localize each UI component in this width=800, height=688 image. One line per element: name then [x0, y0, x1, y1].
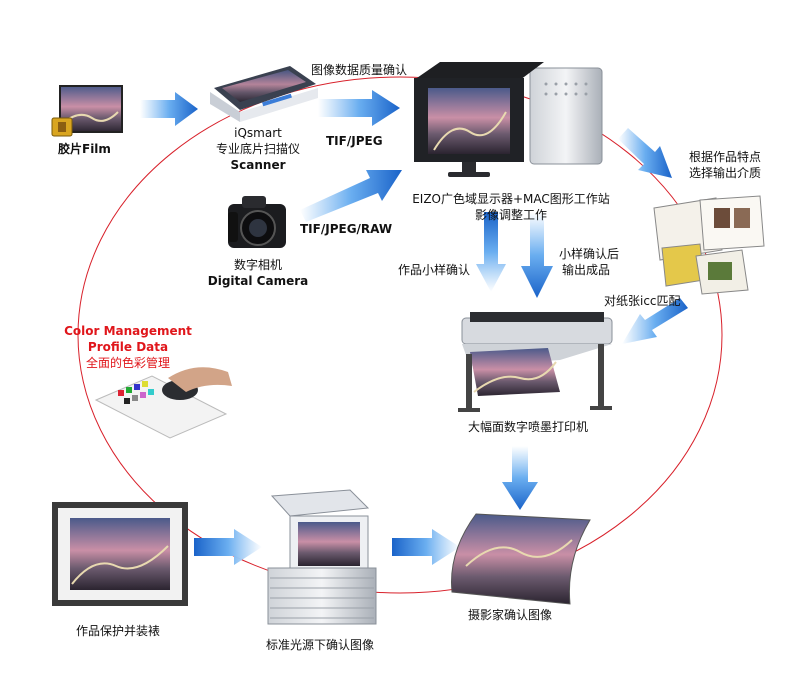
label-scanner-en: Scanner	[230, 158, 286, 172]
label-film: 胶片Film	[58, 142, 111, 156]
label-printer: 大幅面数字喷墨打印机	[467, 420, 589, 434]
label-cm-line2: Profile Data	[87, 340, 169, 354]
light-booth-icon	[267, 489, 377, 625]
film-roll-icon	[51, 85, 123, 137]
framed-picture-icon	[52, 502, 188, 606]
monitor-workstation-icon	[414, 62, 603, 177]
label-tif-jpeg-raw: TIF/JPEG/RAW	[300, 222, 393, 236]
arrow-output-down	[521, 212, 553, 298]
label-camera-cn: 数字相机	[233, 258, 283, 272]
arrow-printer-to-print	[502, 446, 538, 510]
label-image-quality: 图像数据质量确认	[311, 63, 408, 77]
label-cm-line1: Color Management	[64, 324, 192, 338]
label-standard-light: 标准光源下确认图像	[265, 638, 375, 652]
arrow-camera-to-monitor	[300, 170, 402, 222]
label-eizo-line1: EIZO广色域显示器+MAC图形工作站	[412, 192, 610, 206]
label-media-1: 根据作品特点	[689, 150, 762, 164]
flatbed-scanner-icon	[210, 66, 318, 122]
arrow-film-to-scanner	[140, 92, 198, 126]
arrow-papers-to-printer	[622, 298, 688, 344]
label-media-2: 选择输出介质	[689, 166, 762, 180]
workflow-circle	[77, 76, 723, 594]
label-icc-match: 对纸张icc匹配	[604, 294, 681, 308]
color-calibrator-icon	[94, 367, 232, 439]
label-cm-line3: 全面的色彩管理	[85, 356, 171, 370]
arrow-booth-to-frame	[194, 529, 262, 565]
dslr-camera-icon	[228, 196, 286, 248]
label-sample-confirm: 作品小样确认	[398, 263, 471, 277]
label-photographer: 摄影家确认图像	[467, 608, 553, 622]
label-scanner-brand: iQsmart	[234, 126, 282, 140]
label-protect-mount: 作品保护并装裱	[75, 624, 161, 638]
label-after-sample-2: 输出成品	[562, 263, 611, 277]
wide-format-printer-icon	[458, 312, 613, 412]
label-camera-en: Digital Camera	[207, 274, 309, 288]
arrow-scanner-to-monitor	[318, 90, 400, 126]
arrow-monitor-to-papers	[618, 128, 672, 178]
arrow-print-to-booth	[392, 529, 460, 565]
label-after-sample-1: 小样确认后	[559, 247, 620, 261]
paper-samples-icon	[653, 195, 765, 295]
arrow-sample-up	[476, 212, 506, 292]
label-tif-jpeg: TIF/JPEG	[326, 134, 383, 148]
curved-print-icon	[451, 513, 591, 605]
label-eizo-line2: 影像调整工作	[474, 208, 548, 222]
label-scanner-cn: 专业底片扫描仪	[215, 142, 301, 156]
